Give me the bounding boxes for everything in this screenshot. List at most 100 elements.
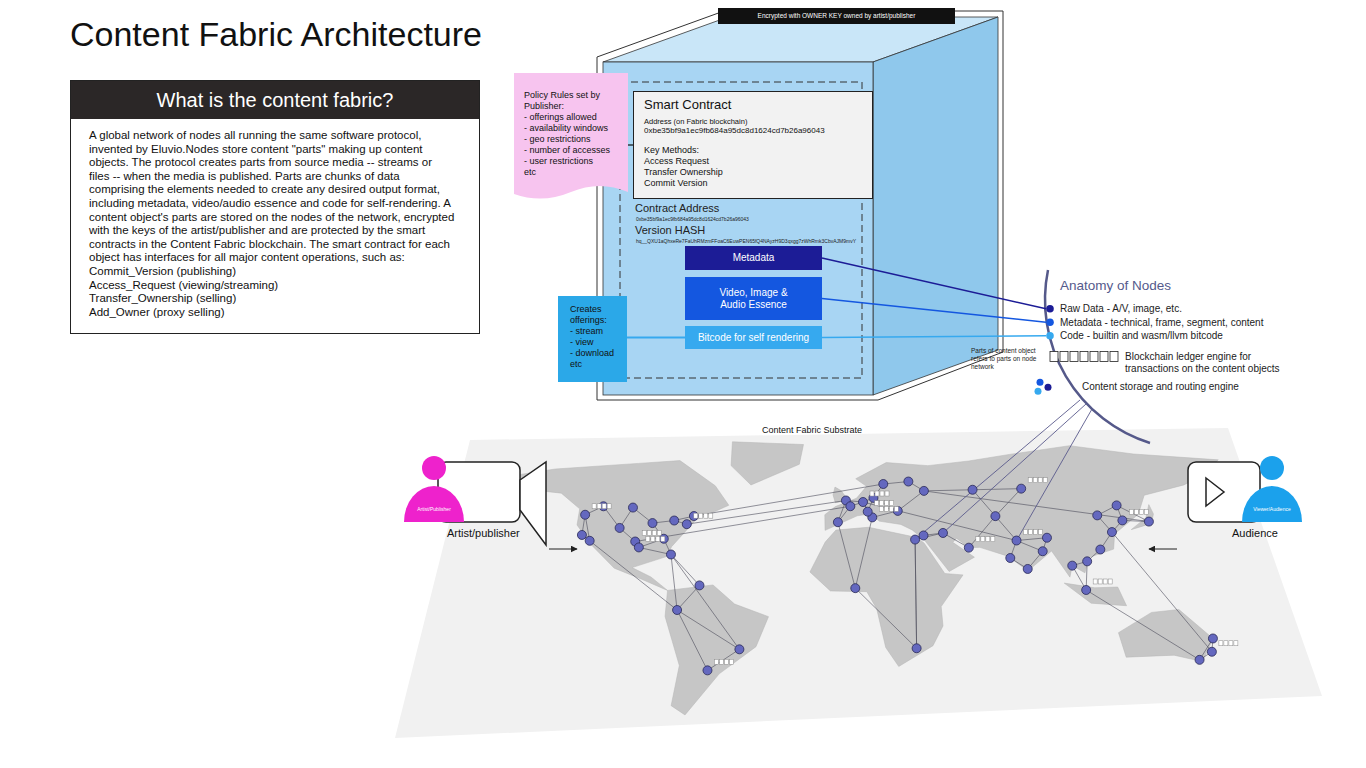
network-link — [677, 610, 707, 670]
network-node — [634, 543, 643, 552]
node-tag — [719, 659, 723, 664]
network-node — [851, 584, 860, 593]
part-label: Metadata — [733, 252, 775, 264]
network-node — [1093, 511, 1102, 520]
operation-item: Add_Owner (proxy selling) — [71, 306, 479, 320]
connector-line — [822, 299, 1046, 323]
role-label: Artist/publisher — [447, 527, 520, 539]
node-tag — [884, 506, 888, 511]
encryption-band: Encrypted with OWNER KEY owned by artist… — [718, 8, 955, 24]
network-node — [833, 518, 842, 527]
network-link — [898, 491, 924, 511]
policy-item: - availability windows — [524, 123, 622, 134]
node-tag — [889, 506, 893, 511]
node-tag — [642, 531, 646, 536]
anatomy-item: Content storage and routing engine — [1046, 380, 1304, 394]
metadata-part: Metadata — [685, 246, 822, 270]
network-link — [707, 649, 739, 670]
contract-heading: Smart Contract — [644, 97, 862, 112]
figure-head — [1260, 456, 1284, 480]
bullet-dot — [1046, 332, 1054, 340]
network-node — [670, 516, 679, 525]
operation-item: Transfer_Ownership (selling) — [71, 292, 479, 306]
network-node — [912, 644, 921, 653]
node-tag — [890, 501, 894, 506]
node-tag — [714, 659, 718, 664]
network-node — [735, 645, 744, 654]
panel-heading: What is the content fabric? — [71, 81, 479, 119]
network-node — [615, 523, 624, 532]
node-tag — [709, 513, 713, 518]
policy-item: - offerings allowed — [524, 112, 622, 123]
policy-item: - user restrictions — [524, 156, 622, 167]
panel-body: A global network of nodes all running th… — [71, 119, 479, 265]
node-anatomy: Anatomy of NodesRaw Data - A/V, image, e… — [1046, 277, 1304, 393]
node-tag — [870, 491, 874, 496]
connector-line — [627, 337, 685, 339]
node-tag — [1039, 530, 1043, 535]
network-node — [964, 543, 973, 552]
ledger-block — [1100, 352, 1108, 362]
policy-item: - number of accesses — [524, 145, 622, 156]
node-tag — [1139, 509, 1143, 514]
operation-item: Access_Request (viewing/streaming) — [71, 279, 479, 293]
network-node — [991, 512, 1000, 521]
node-tag — [652, 531, 656, 536]
network-node — [695, 581, 704, 590]
hash-value: 0xbe35bf9a1ec9fb684a95dc8d1624cd7b26a960… — [636, 216, 749, 222]
network-node — [919, 531, 928, 540]
continent-shape — [1064, 583, 1126, 606]
network-node — [1042, 533, 1051, 542]
offering-item: - view — [570, 337, 623, 348]
node-tag — [1098, 579, 1102, 584]
ledger-block — [1050, 352, 1058, 362]
network-link — [915, 540, 917, 649]
output-arrow — [1149, 549, 1177, 550]
network-node — [1023, 564, 1032, 573]
node-tag — [875, 491, 879, 496]
network-link — [855, 517, 872, 588]
network-node — [1012, 536, 1021, 545]
role-label: Audience — [1232, 527, 1278, 539]
map-caption: Content Fabric Substrate — [762, 424, 862, 436]
network-node — [919, 486, 928, 495]
network-node — [879, 480, 888, 489]
cube-front-face — [603, 62, 873, 395]
hash-value: hq__QXU1aQhxeRe7FaUhRMzmFFoaC6EuwPEN65fQ… — [636, 238, 856, 244]
network-node — [938, 528, 947, 537]
network-link — [973, 489, 1022, 490]
node-tag — [597, 504, 601, 509]
method-name: Transfer Ownership — [644, 167, 862, 178]
node-tag — [694, 513, 698, 518]
policy-heading: Policy Rules set by Publisher: — [524, 90, 622, 112]
network-link — [1112, 532, 1212, 652]
network-node — [1096, 545, 1105, 554]
continent-shape — [496, 461, 729, 591]
network-link — [1086, 590, 1199, 660]
operation-item: Commit_Version (publishing) — [71, 265, 479, 279]
network-node — [666, 550, 675, 559]
node-tag — [991, 537, 995, 542]
play-icon — [1206, 478, 1224, 506]
method-name: Access Request — [644, 156, 862, 167]
part-label: Bitcode for self rendering — [698, 332, 809, 344]
node-tag — [607, 504, 611, 509]
figure-caption: Artist/Publisher — [404, 506, 464, 512]
continent-shape — [731, 442, 803, 485]
info-panel: What is the content fabric?A global netw… — [70, 80, 480, 334]
node-tag — [1108, 579, 1112, 584]
part-label: Video, Image & Audio Essence — [709, 287, 798, 311]
node-tag — [592, 504, 596, 509]
network-node — [577, 530, 586, 539]
storage-dot — [1037, 379, 1044, 386]
network-node — [1017, 484, 1026, 493]
bullet-dot — [1046, 318, 1054, 326]
continent-shape — [665, 585, 768, 715]
node-tag — [1028, 478, 1032, 483]
world-map — [395, 400, 1322, 738]
connector-line — [822, 336, 1046, 338]
smart-contract-box: Smart ContractAddress (on Fabric blockch… — [633, 91, 873, 199]
callout-note: Parts of content object refers to parts … — [971, 347, 1045, 371]
network-link — [838, 522, 855, 588]
